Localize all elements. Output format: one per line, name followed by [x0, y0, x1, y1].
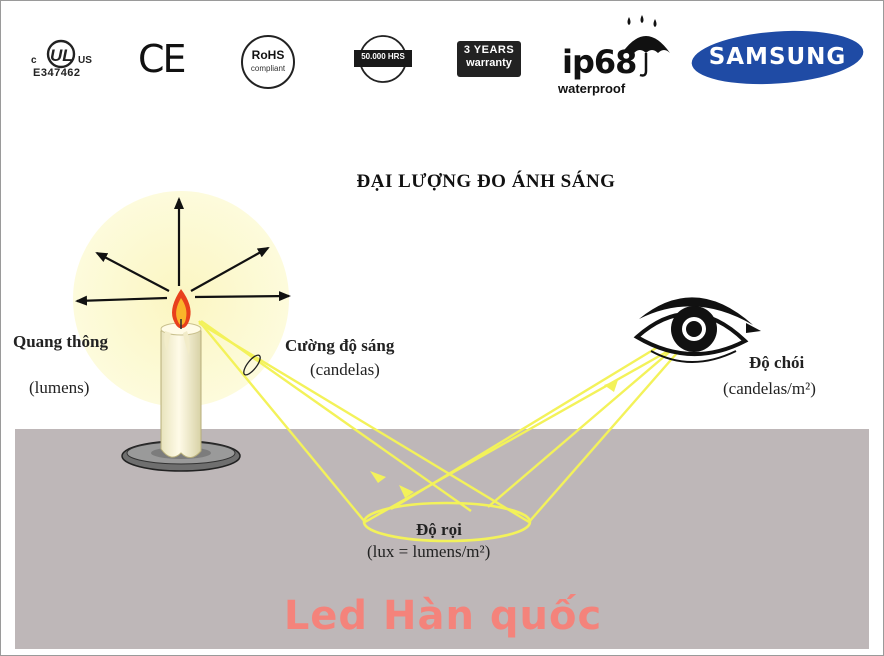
- flux-unit-label: (lumens): [29, 378, 90, 397]
- ip68-badge: ip68 waterproof: [556, 11, 676, 99]
- illuminance-unit-label: (lux = lumens/m²): [367, 542, 491, 561]
- flux-name: Quang thông: [13, 332, 108, 351]
- intensity-label: Cường độ sáng: [285, 336, 395, 355]
- svg-text:US: US: [78, 55, 92, 66]
- samsung-logo: SAMSUNG: [691, 30, 864, 85]
- luminance-unit-label: (candelas/m²): [723, 379, 816, 398]
- ce-mark: CE: [138, 37, 187, 81]
- flux-label: Quang thông: [13, 332, 108, 352]
- samsung-wordmark: SAMSUNG: [708, 44, 847, 70]
- ip68-sub: waterproof: [558, 81, 626, 96]
- eye-icon: [633, 297, 761, 363]
- rohs-title: RoHS: [251, 48, 285, 62]
- warranty-line2: warranty: [466, 57, 512, 69]
- illuminance-ellipse: [362, 501, 532, 543]
- watermark-text: Led Hàn quốc: [283, 593, 603, 639]
- flame: [172, 289, 191, 329]
- warranty-line1: 3 YEARS: [463, 44, 515, 56]
- warranty-badge: 3 YEARS warranty: [457, 41, 521, 77]
- umbrella-icon: [622, 15, 670, 77]
- candle: [160, 322, 202, 458]
- svg-text:c: c: [31, 55, 37, 66]
- luminance-label: Độ chói: [749, 353, 805, 372]
- light-beams: [198, 320, 678, 524]
- ip68-code: ip68: [562, 43, 637, 81]
- hours-text: 50.000 HRS: [361, 52, 405, 61]
- solid-angle-ellipse: [243, 354, 261, 376]
- flux-arrows: [75, 197, 291, 306]
- beam-arrowheads: [370, 380, 618, 498]
- ul-listing-badge: c UL US E347462: [31, 39, 103, 83]
- diagram-title: ĐẠI LƯỢNG ĐO ÁNH SÁNG: [356, 171, 616, 192]
- ul-code: E347462: [33, 67, 81, 79]
- rohs-sub: compliant: [250, 64, 286, 73]
- svg-text:UL: UL: [50, 46, 73, 65]
- rohs-badge: RoHS compliant: [241, 35, 295, 89]
- certification-badges: c UL US E347462 CE RoHS compliant 50.000…: [1, 1, 883, 111]
- illuminance-label: Độ rọi: [416, 520, 462, 539]
- intensity-unit-label: (candelas): [310, 360, 380, 379]
- hours-badge: 50.000 HRS: [353, 35, 413, 83]
